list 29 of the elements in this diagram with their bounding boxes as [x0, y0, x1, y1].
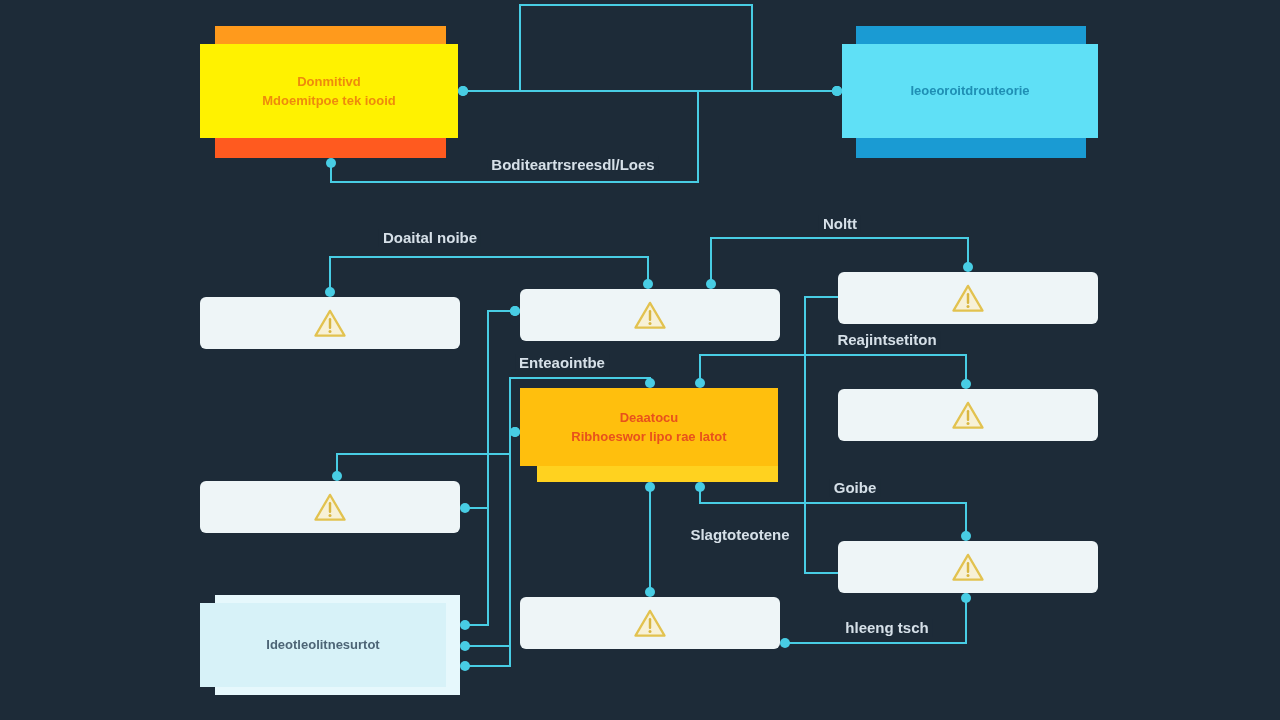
process-box	[520, 289, 780, 341]
process-box	[838, 272, 1098, 324]
process-box	[838, 541, 1098, 593]
step-title: Donmitivd	[297, 73, 361, 90]
connector	[804, 296, 839, 574]
connector	[695, 354, 971, 389]
stacked-process-box	[200, 26, 458, 158]
step-title: Deaatocu	[619, 409, 679, 426]
step-text: Ribhoeswor lipo rae latot	[571, 428, 727, 445]
connector	[460, 377, 655, 651]
step-text: Mdoemitpoe tek iooid	[262, 92, 396, 109]
process-box	[200, 297, 460, 349]
process-box	[520, 597, 780, 649]
connector	[780, 593, 971, 648]
connector	[706, 237, 973, 289]
process-box	[838, 389, 1098, 441]
connector	[325, 256, 653, 297]
step-text: Ideotleolitnesurtot	[266, 637, 380, 653]
stacked-process-box	[842, 26, 1098, 158]
highlighted-process-box	[520, 388, 778, 482]
step-text: Ieoeoroitdrouteorie	[910, 83, 1030, 99]
connector	[460, 427, 520, 671]
stacked-process-box	[200, 595, 460, 695]
connector	[460, 306, 520, 513]
connector	[458, 4, 842, 96]
annotation-text: Slagtoteotene	[689, 526, 791, 544]
connector	[645, 482, 655, 597]
connector	[695, 482, 971, 541]
process-box	[200, 481, 460, 533]
